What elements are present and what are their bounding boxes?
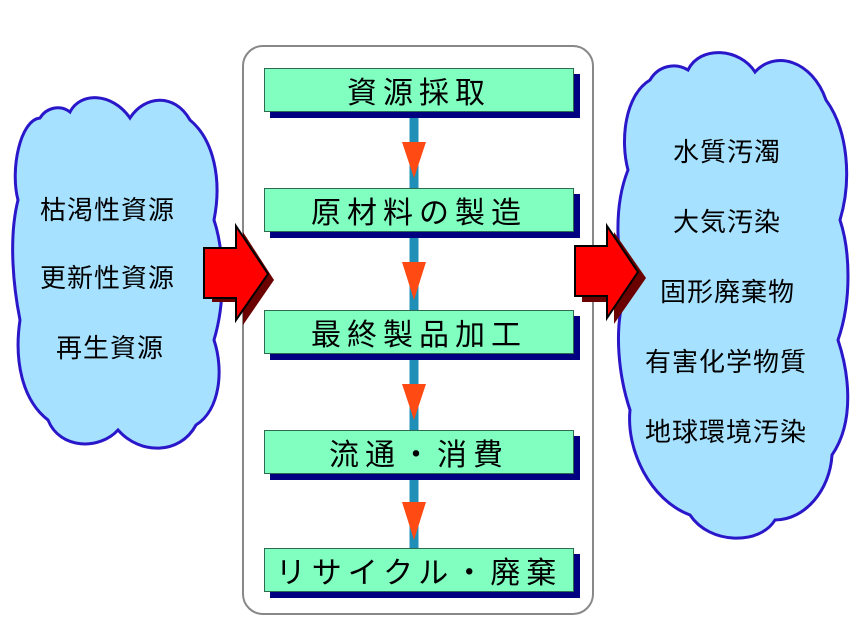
down-arrow-3 (402, 384, 426, 420)
right-impact-2: 大気汚染 (673, 208, 782, 238)
down-arrow-4 (402, 502, 426, 540)
right-impact-1: 水質汚濁 (673, 138, 782, 168)
left-resource-1: 枯渇性資源 (40, 196, 176, 226)
step-box-5: リサイクル・廃棄 (264, 548, 580, 598)
step-label-3: 最終製品加工 (264, 310, 574, 354)
down-arrow-2 (402, 262, 426, 300)
right-impact-5: 地球環境汚染 (645, 418, 808, 448)
left-big-arrow (203, 222, 274, 325)
right-big-arrow (574, 222, 646, 324)
right-impact-3: 固形廃棄物 (660, 278, 796, 308)
left-cloud (11, 96, 224, 450)
step-label-1: 資源採取 (264, 68, 574, 112)
step-label-2: 原材料の製造 (264, 188, 574, 232)
left-cloud-shape (11, 96, 224, 450)
step-box-1: 資源採取 (264, 68, 580, 118)
step-box-2: 原材料の製造 (264, 188, 580, 238)
step-label-5: リサイクル・廃棄 (264, 548, 574, 592)
left-resource-3: 再生資源 (56, 334, 165, 364)
step-box-4: 流通・消費 (264, 430, 580, 480)
step-label-4: 流通・消費 (264, 430, 574, 474)
down-arrow-1 (402, 142, 426, 178)
step-box-3: 最終製品加工 (264, 310, 580, 360)
right-impact-4: 有害化学物質 (645, 348, 808, 378)
left-resource-2: 更新性資源 (40, 264, 176, 294)
